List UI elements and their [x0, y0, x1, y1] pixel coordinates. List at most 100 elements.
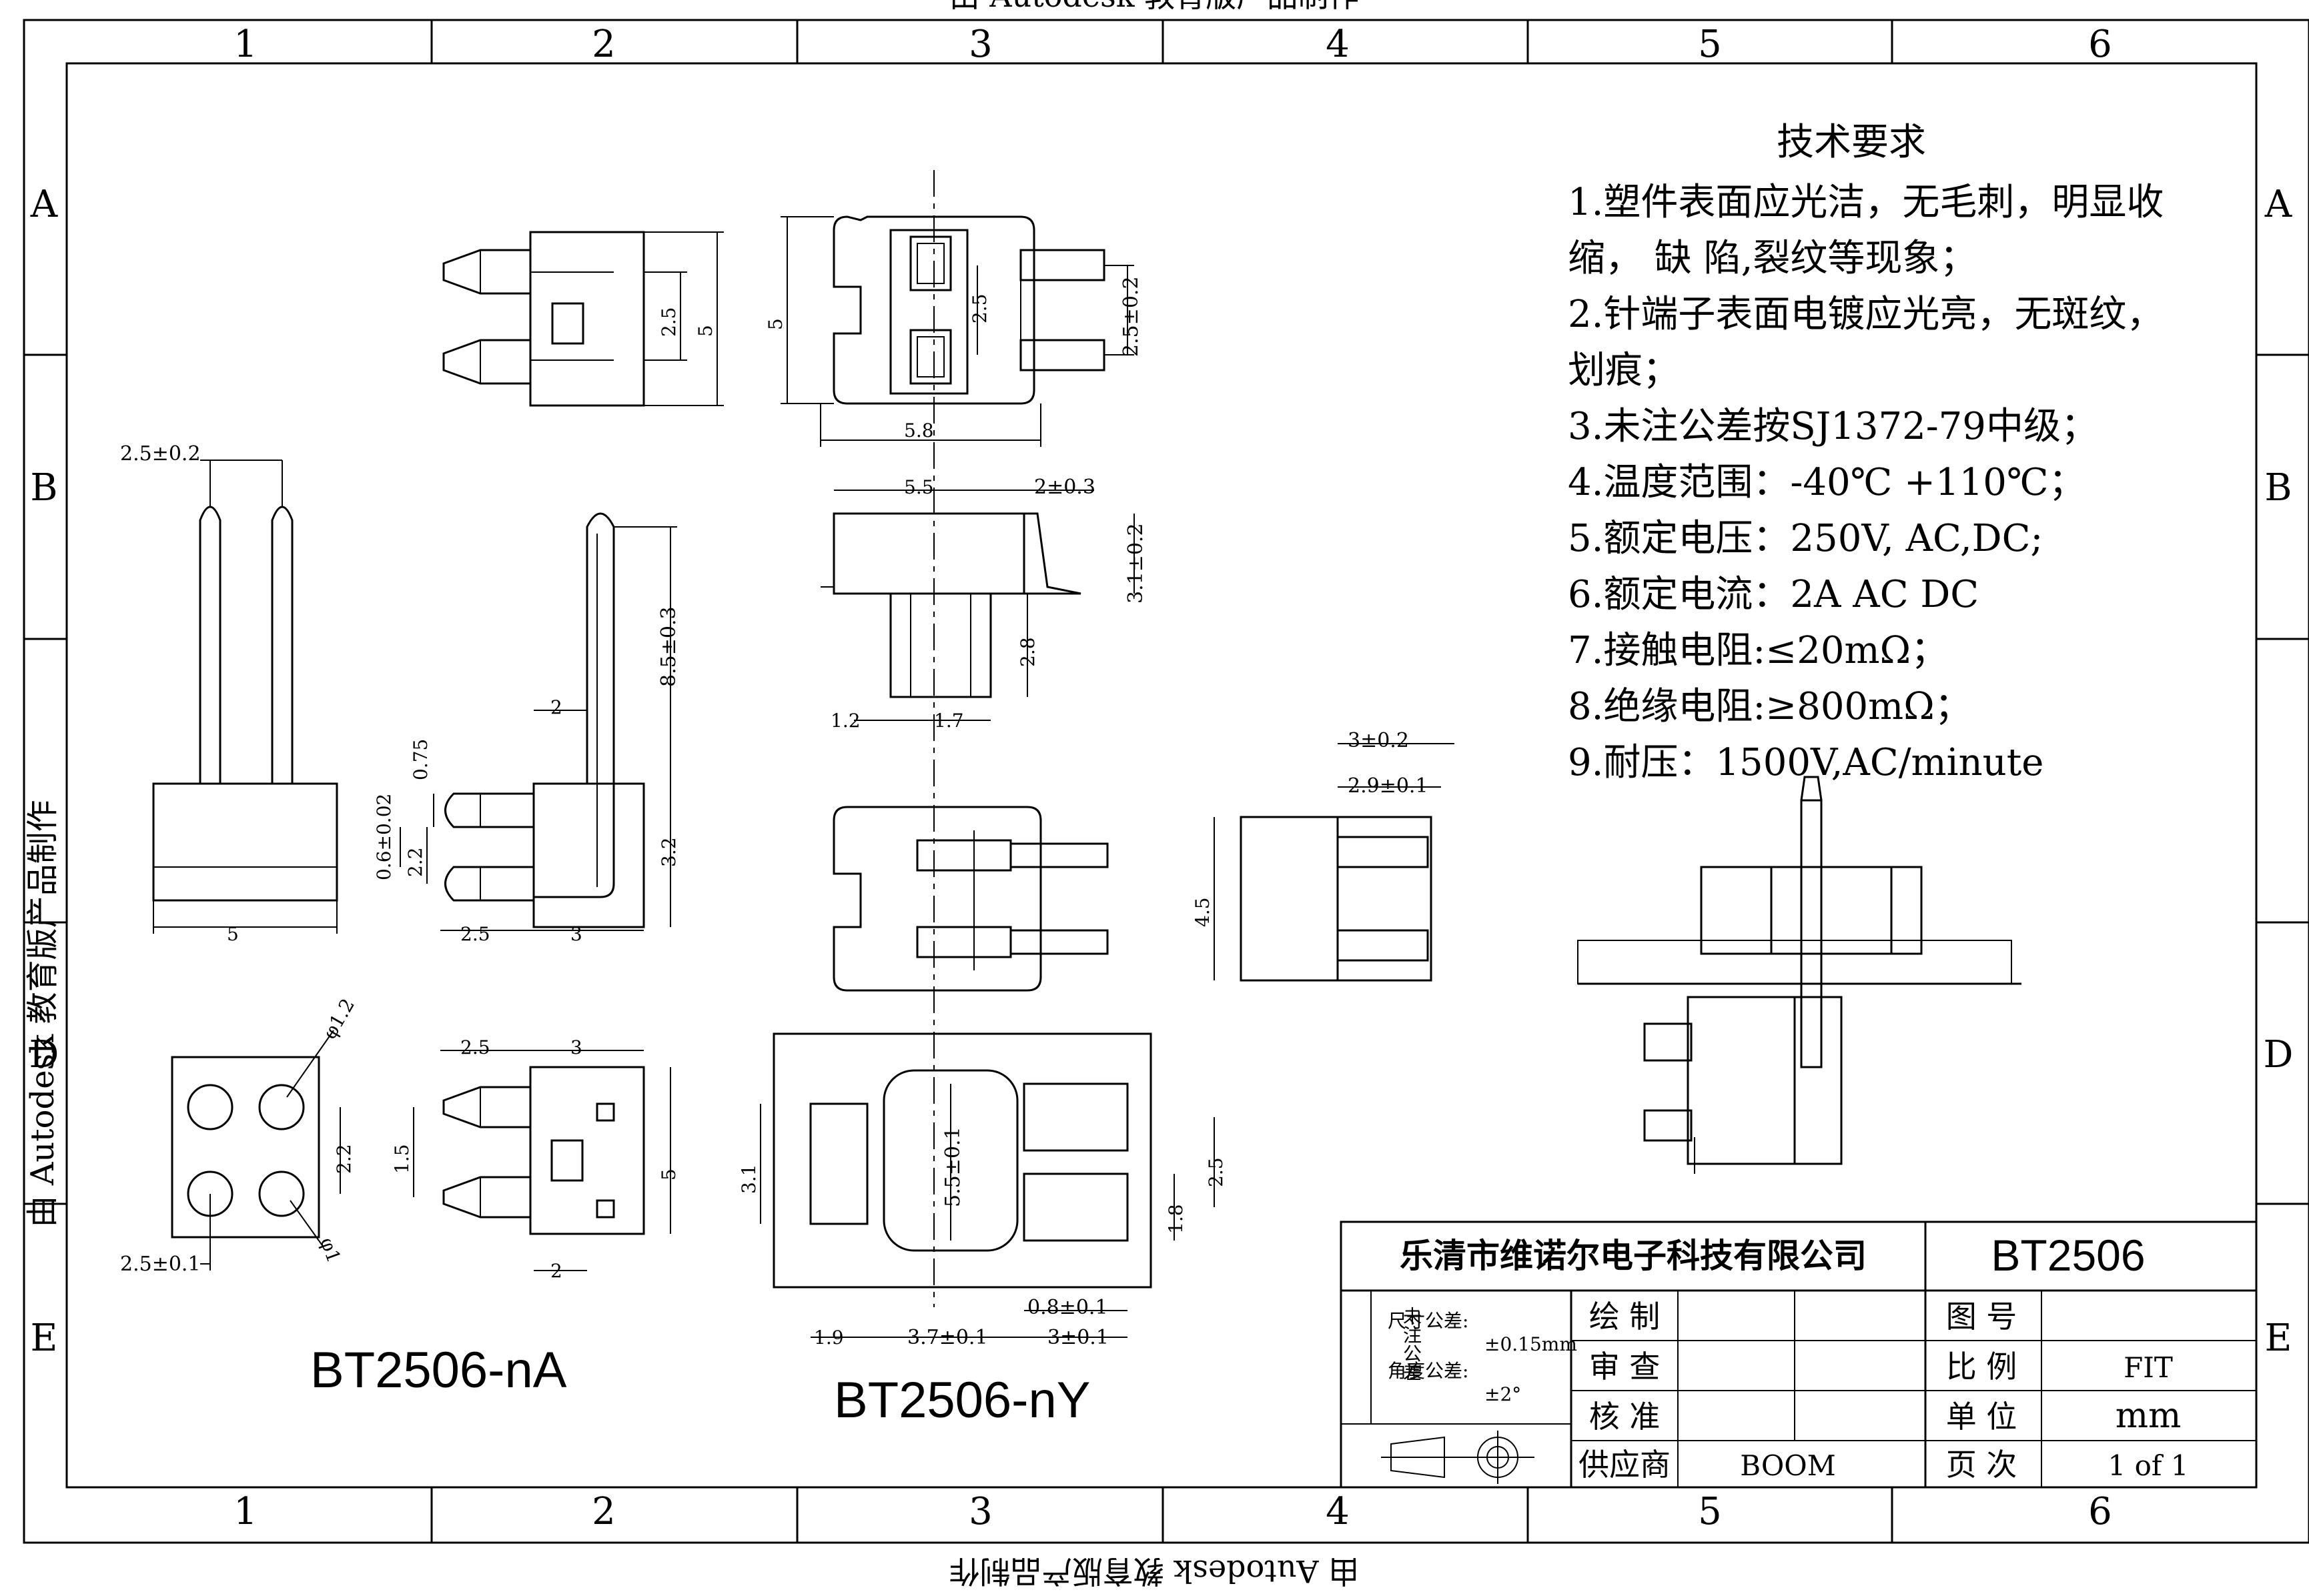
row-labels: A B D E A B D E: [29, 183, 2294, 1360]
tech-line-7: 5.额定电压：250V, AC,DC;: [1568, 517, 2043, 560]
row-label-left-b: B: [30, 466, 57, 510]
dim-5-5: 5.5: [904, 476, 934, 498]
dim-2-5-c: 2.5: [1205, 1157, 1227, 1187]
row-label-scale: 比 例: [1946, 1349, 2017, 1385]
row-label-check: 审 查: [1589, 1349, 1661, 1385]
dim-3-7-01: 3.7±0.1: [907, 1326, 988, 1349]
tech-requirements: 技术要求 1.塑件表面应光洁，无毛刺，明显收 缩， 缺 陷,裂纹等现象； 2.针…: [1568, 121, 2164, 784]
dim-5-8: 5.8: [904, 420, 934, 442]
tech-title: 技术要求: [1777, 121, 1926, 164]
tech-line-4: 划痕；: [1568, 349, 1680, 392]
watermark-top: 由 Autodesk 教育版产品制作: [949, 0, 1359, 14]
unit-value: mm: [2116, 1396, 2182, 1436]
view-na-top: 2.5 5: [442, 231, 724, 407]
view-na-rightangle: 8.5±0.3 3.2 2 0.75 0.6±0.02 2.2 2.5 3: [373, 512, 680, 945]
tech-line-5: 3.未注公差按SJ1372-79中级；: [1568, 405, 2098, 448]
col-label-bottom-1: 1: [234, 1490, 258, 1533]
dim-3-1-02: 3.1±0.2: [1124, 523, 1147, 604]
row-label-right-b: B: [2264, 466, 2292, 510]
view-na-footprint: 2.2 φ1.2 φ1 2.5±0.1: [120, 994, 359, 1276]
tech-line-9: 7.接触电阻:≤20mΩ；: [1568, 629, 1948, 672]
view-ny-footprint: 3.1 5.5±0.1 2.5 1.8 0.8±0.1 1.9 3.7±0.1 …: [738, 1032, 1227, 1349]
col-label-bottom-5: 5: [1698, 1490, 1722, 1533]
scale-value: FIT: [2124, 1351, 2173, 1384]
dim-2-5-top: 2.5: [658, 307, 680, 337]
col-label-top-1: 1: [234, 23, 258, 66]
tech-line-3: 2.针端子表面电镀应光亮，无斑纹，: [1568, 293, 2164, 336]
view-na-side: 5 2.5±0.2: [120, 442, 338, 945]
view-ny-front: 5 2.5 2.5±0.2 5.8: [765, 215, 1143, 447]
row-label-right-d: D: [2264, 1033, 2294, 1076]
dim-2-5-b: 2.5: [460, 1036, 490, 1058]
dim-1-2: 1.2: [831, 710, 861, 732]
tech-line-8: 6.额定电流：2A AC DC: [1568, 573, 1979, 616]
dim-2-2-b: 2.2: [333, 1144, 355, 1174]
model-label-na: BT2506-nA: [310, 1342, 567, 1399]
dim-3-2: 3.2: [658, 837, 680, 867]
dim-2-5-a: 2.5: [460, 923, 490, 945]
dim-2-5-mid: 2.5: [969, 293, 991, 323]
page-value: 1 of 1: [2108, 1449, 2189, 1482]
col-label-bottom-2: 2: [592, 1490, 616, 1533]
row-label-left-d: D: [29, 1033, 59, 1076]
col-label-bottom-6: 6: [2088, 1490, 2112, 1533]
dim-2-9-01: 2.9±0.1: [1348, 774, 1428, 798]
dim-1-7: 1.7: [934, 710, 964, 732]
dim-3-b: 3: [570, 1036, 582, 1058]
title-block: 乐清市维诺尔电子科技有限公司 BT2506 未注公差 尺寸公差: ±0.15mm…: [1340, 1221, 2258, 1489]
dim-5-5-01: 5.5±0.1: [941, 1126, 965, 1207]
tech-line-6: 4.温度范围：-40℃ +110℃；: [1568, 461, 2086, 504]
dim-2-b: 2: [550, 1260, 562, 1282]
dim-1-9: 1.9: [814, 1327, 844, 1349]
dim-2-5-02: 2.5±0.2: [120, 442, 201, 466]
dim-phi-1-2: φ1.2: [318, 994, 359, 1042]
dim-2-8: 2.8: [1017, 637, 1039, 667]
tech-line-10: 8.绝缘电阻:≥800mΩ；: [1568, 685, 1972, 728]
dim-3-a: 3: [570, 923, 582, 945]
angle-tol-label: 角度公差:: [1388, 1360, 1468, 1382]
part-number: BT2506: [1991, 1231, 2145, 1280]
column-dividers: [430, 20, 1893, 1543]
projection-symbol-icon: [1381, 1431, 1534, 1484]
dim-3-1: 3.1: [738, 1164, 760, 1194]
watermark-left: 由 Autodesk 教育版产品制作: [24, 800, 61, 1227]
dim-0-75: 0.75: [410, 739, 432, 780]
row-dividers: [24, 353, 2309, 1205]
col-label-top-2: 2: [592, 23, 616, 66]
row-label-left-e: E: [31, 1317, 58, 1360]
dim-1-5: 1.5: [391, 1144, 413, 1174]
inner-frame: [65, 62, 2258, 1489]
dim-2-2-a: 2.2: [404, 847, 426, 877]
size-tol-label: 尺寸公差:: [1388, 1310, 1468, 1332]
company-name: 乐清市维诺尔电子科技有限公司: [1400, 1237, 1867, 1275]
dim-2-5-01: 2.5±0.1: [120, 1253, 201, 1276]
dim-2-a: 2: [550, 696, 562, 718]
row-label-right-a: A: [2264, 183, 2292, 226]
dim-5-top: 5: [695, 325, 717, 337]
row-label-page: 页 次: [1946, 1447, 2017, 1483]
dim-3-01: 3±0.1: [1047, 1326, 1109, 1349]
col-label-top-5: 5: [1698, 23, 1722, 66]
col-label-top-4: 4: [1326, 23, 1350, 66]
dim-0-8-01: 0.8±0.1: [1027, 1296, 1108, 1319]
dim-2-5-02-b: 2.5±0.2: [1119, 276, 1143, 357]
tech-line-1: 1.塑件表面应光洁，无毛刺，明显收: [1568, 181, 2164, 224]
outer-frame: [23, 19, 2309, 1544]
view-ny-end: 2.9±0.1 3±0.2 4.5: [1192, 729, 1454, 982]
row-label-left-a: A: [30, 183, 58, 226]
col-label-bottom-4: 4: [1326, 1490, 1350, 1533]
angle-tol-value: ±2°: [1484, 1383, 1521, 1405]
dim-5-b: 5: [658, 1168, 680, 1180]
dim-5-a: 5: [227, 923, 239, 945]
dim-5-left: 5: [765, 318, 787, 330]
row-label-right-e: E: [2265, 1317, 2292, 1360]
dim-1-8: 1.8: [1165, 1204, 1187, 1234]
row-label-approve: 核 准: [1589, 1399, 1661, 1435]
dim-2-03: 2±0.3: [1034, 476, 1095, 499]
row-label-supplier: 供应商: [1578, 1447, 1671, 1483]
dim-phi-1: φ1: [316, 1235, 345, 1265]
row-label-drawing-no: 图 号: [1946, 1299, 2017, 1335]
col-label-top-3: 3: [969, 23, 993, 66]
watermark-bottom: 由 Autodesk 教育版产品制作: [949, 1553, 1359, 1589]
dim-8-5-03: 8.5±0.3: [657, 606, 680, 687]
